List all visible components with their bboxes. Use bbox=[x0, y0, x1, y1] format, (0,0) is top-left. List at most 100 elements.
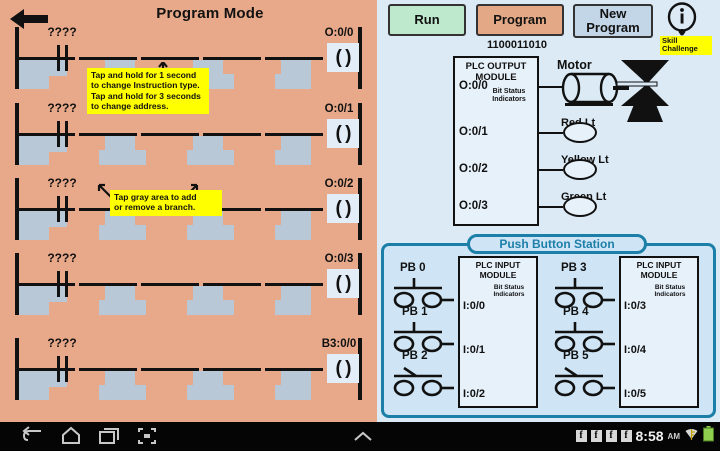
push-button-station-title: Push Button Station bbox=[467, 234, 647, 254]
branch-cell[interactable] bbox=[124, 300, 146, 315]
yellow-light-indicator bbox=[563, 159, 597, 180]
contact-symbol[interactable] bbox=[49, 45, 75, 71]
branch-cell[interactable] bbox=[212, 74, 234, 89]
contact-symbol[interactable] bbox=[49, 271, 75, 297]
pb0-switch[interactable] bbox=[392, 278, 464, 309]
pb5-label: PB 5 bbox=[563, 350, 589, 362]
facebook-icon[interactable]: f bbox=[575, 430, 587, 442]
branch-cell[interactable] bbox=[19, 136, 49, 165]
branch-cell[interactable] bbox=[19, 371, 49, 400]
program-button[interactable]: Program bbox=[476, 4, 564, 36]
instruction-tip-line-2: to change Instruction type. bbox=[91, 80, 200, 91]
new-program-button[interactable]: New Program bbox=[573, 4, 653, 38]
contact-symbol[interactable] bbox=[49, 121, 75, 147]
input-address-1[interactable]: I:0/1 bbox=[463, 344, 486, 356]
branch-cell[interactable] bbox=[19, 286, 49, 315]
plc-input-module-right: PLC INPUT MODULE Bit Status Indicators I… bbox=[619, 256, 699, 408]
coil-symbol[interactable]: ( ) bbox=[327, 269, 359, 298]
ladder-rung: ???? B3:0/0 ( ) bbox=[0, 336, 377, 414]
pb4-switch[interactable] bbox=[553, 322, 625, 353]
branch-cell[interactable] bbox=[187, 385, 209, 400]
contact-symbol[interactable] bbox=[49, 196, 75, 222]
branch-cell[interactable] bbox=[19, 211, 49, 240]
contact-address[interactable]: ???? bbox=[47, 336, 77, 350]
branch-tip-line-2: or remove a branch. bbox=[114, 202, 196, 213]
output-address-0[interactable]: O:0/0 bbox=[459, 80, 488, 92]
back-icon[interactable] bbox=[22, 426, 44, 446]
coil-symbol[interactable]: ( ) bbox=[327, 354, 359, 383]
ladder-rung: ???? O:0/1 ( ) bbox=[0, 101, 377, 179]
recent-apps-icon[interactable] bbox=[98, 426, 120, 446]
coil-address[interactable]: O:0/0 bbox=[324, 27, 354, 39]
contact-address[interactable]: ???? bbox=[47, 176, 77, 190]
pb0-label: PB 0 bbox=[400, 262, 426, 274]
branch-cell[interactable] bbox=[275, 225, 297, 240]
branch-cell[interactable] bbox=[187, 150, 209, 165]
home-icon[interactable] bbox=[60, 426, 82, 446]
facebook-icon[interactable]: f bbox=[605, 430, 617, 442]
rung-conductor bbox=[17, 283, 360, 286]
pb1-switch[interactable] bbox=[392, 322, 464, 353]
coil-symbol[interactable]: ( ) bbox=[327, 43, 359, 72]
branch-cell[interactable] bbox=[212, 385, 234, 400]
branch-cell[interactable] bbox=[124, 150, 146, 165]
pb5-switch[interactable] bbox=[553, 366, 625, 397]
output-address-2[interactable]: O:0/2 bbox=[459, 163, 488, 175]
output-address-3[interactable]: O:0/3 bbox=[459, 200, 488, 212]
branch-cell[interactable] bbox=[99, 150, 121, 165]
input-address-3[interactable]: I:0/3 bbox=[624, 300, 647, 312]
branch-cell[interactable] bbox=[212, 150, 234, 165]
branch-cell[interactable] bbox=[124, 225, 146, 240]
wifi-icon[interactable] bbox=[684, 427, 699, 446]
branch-cell[interactable] bbox=[19, 60, 49, 89]
run-button[interactable]: Run bbox=[388, 4, 466, 36]
branch-cell[interactable] bbox=[187, 225, 209, 240]
coil-symbol[interactable]: ( ) bbox=[327, 119, 359, 148]
screenshot-icon[interactable] bbox=[136, 426, 158, 446]
input-address-4[interactable]: I:0/4 bbox=[624, 344, 647, 356]
clock[interactable]: 8:58 bbox=[635, 428, 664, 444]
chevron-up-icon[interactable] bbox=[350, 426, 376, 446]
coil-symbol[interactable]: ( ) bbox=[327, 194, 359, 223]
instruction-tip: Tap and hold for 1 second to change Inst… bbox=[87, 68, 209, 115]
contact-address[interactable]: ???? bbox=[47, 25, 77, 39]
branch-cell[interactable] bbox=[124, 385, 146, 400]
pb2-switch[interactable] bbox=[392, 366, 464, 397]
coil-address[interactable]: O:0/1 bbox=[324, 103, 354, 115]
branch-cell[interactable] bbox=[275, 300, 297, 315]
coil-address[interactable]: O:0/2 bbox=[324, 178, 354, 190]
info-icon[interactable] bbox=[663, 2, 701, 36]
coil-address[interactable]: O:0/3 bbox=[324, 253, 354, 265]
coil-address[interactable]: B3:0/0 bbox=[321, 338, 357, 350]
input-address-5[interactable]: I:0/5 bbox=[624, 388, 647, 400]
contact-address[interactable]: ???? bbox=[47, 251, 77, 265]
contact-symbol[interactable] bbox=[49, 356, 75, 382]
back-arrow-icon[interactable] bbox=[8, 6, 50, 32]
plc-output-module-title: PLC OUTPUT MODULE bbox=[455, 61, 537, 84]
branch-cell[interactable] bbox=[212, 225, 234, 240]
pb3-switch[interactable] bbox=[553, 278, 625, 309]
input-address-0[interactable]: I:0/0 bbox=[463, 300, 486, 312]
branch-cell[interactable] bbox=[99, 300, 121, 315]
output-address-1[interactable]: O:0/1 bbox=[459, 126, 488, 138]
branch-cell[interactable] bbox=[99, 385, 121, 400]
contact-address[interactable]: ???? bbox=[47, 101, 77, 115]
branch-cell[interactable] bbox=[275, 150, 297, 165]
branch-cell[interactable] bbox=[187, 300, 209, 315]
facebook-icon[interactable]: f bbox=[620, 430, 632, 442]
branch-cell[interactable] bbox=[275, 385, 297, 400]
branch-cell[interactable] bbox=[275, 74, 297, 89]
input-address-2[interactable]: I:0/2 bbox=[463, 388, 486, 400]
instruction-tip-line-4: to change address. bbox=[91, 101, 169, 112]
pb2-label: PB 2 bbox=[402, 350, 428, 362]
branch-cell[interactable] bbox=[212, 300, 234, 315]
branch-cell[interactable] bbox=[99, 225, 121, 240]
facebook-icon[interactable]: f bbox=[590, 430, 602, 442]
push-button-group-left: PB 0 PB 1 bbox=[390, 260, 550, 415]
branch-tip: Tap gray area to add or remove a branch. bbox=[110, 190, 222, 216]
battery-full-icon[interactable] bbox=[703, 425, 714, 447]
push-button-station: Push Button Station PB 0 PB 1 bbox=[381, 234, 716, 418]
binary-code-display: 1100011010 bbox=[487, 39, 547, 51]
input-left-bit-status-line-2: Indicators bbox=[493, 291, 525, 299]
